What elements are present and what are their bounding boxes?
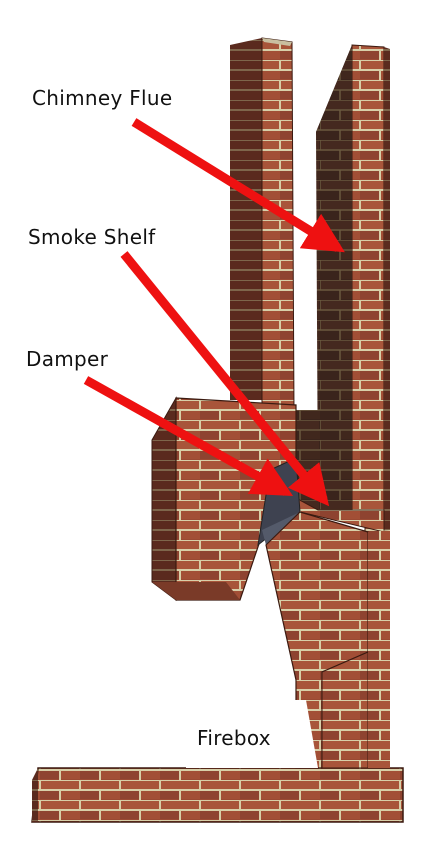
- chimney-flue-label: Chimney Flue: [32, 86, 173, 110]
- firebox-opening: [186, 700, 318, 768]
- firebox-label: Firebox: [197, 726, 271, 750]
- damper-arrow: [83, 376, 294, 496]
- back-wall: [316, 44, 390, 769]
- front-flue-wall: [230, 37, 295, 413]
- chimney-flue-arrow: [131, 118, 345, 253]
- damper-label: Damper: [26, 347, 109, 371]
- hearth-base: [31, 767, 404, 823]
- smoke-shelf-label: Smoke Shelf: [28, 225, 156, 249]
- arrows: [83, 118, 345, 507]
- firebox-back-wall: [265, 511, 390, 769]
